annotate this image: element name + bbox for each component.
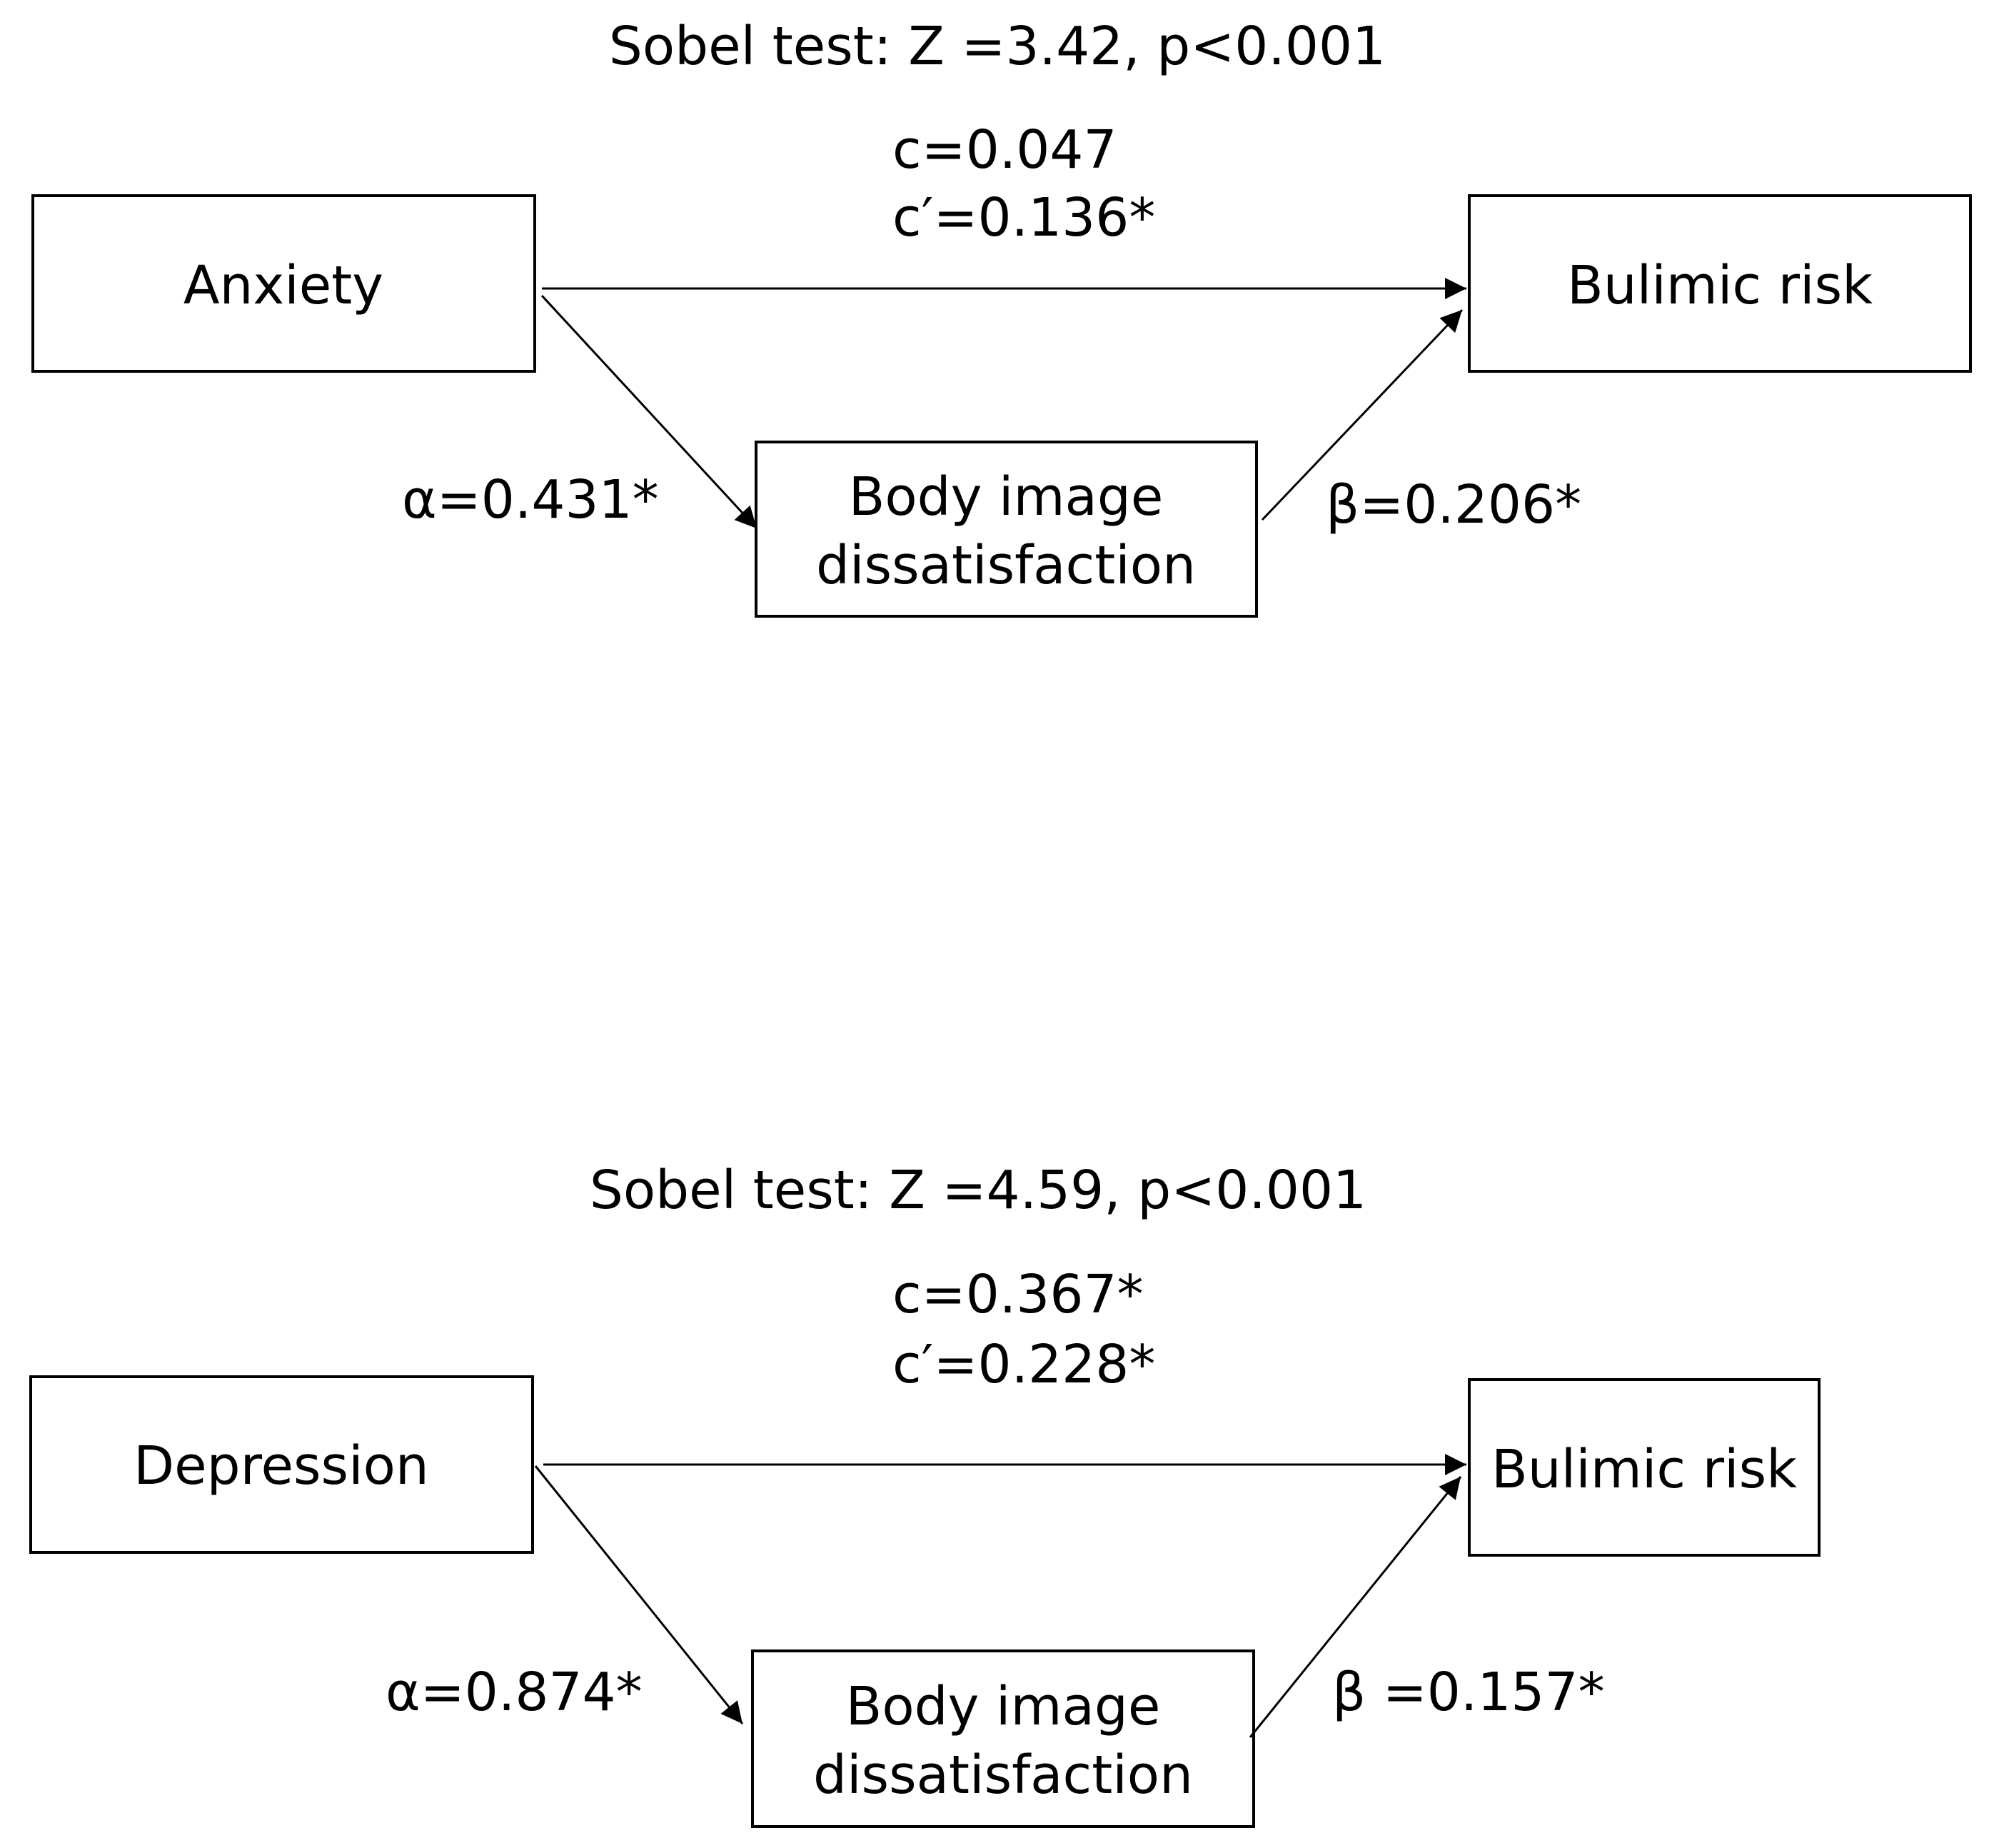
direct-effect-label: c′=0.228* [892, 1334, 1155, 1395]
alpha-path-arrow [540, 294, 758, 530]
predictor-node [31, 194, 536, 373]
total-effect-label: c=0.047 [892, 119, 1117, 181]
mediator-node-label-line2: dissatisfaction [816, 535, 1196, 596]
mediator-node-label-line2: dissatisfaction [813, 1744, 1193, 1806]
beta-coefficient-label: β =0.157* [1332, 1662, 1605, 1723]
panel-depression: Sobel test: Z =4.59, p<0.001 c=0.367* c′… [29, 1160, 1821, 1828]
direct-effect-label: c′=0.136* [892, 187, 1155, 248]
predictor-node [29, 1375, 534, 1554]
outcome-node [1468, 1378, 1821, 1557]
alpha-coefficient-label: α=0.874* [386, 1662, 643, 1723]
outcome-node-label: Bulimic risk [1491, 1439, 1797, 1500]
sobel-test-label: Sobel test: Z =3.42, p<0.001 [609, 16, 1386, 77]
total-effect-label: c=0.367* [892, 1264, 1144, 1325]
beta-path-arrow [1261, 308, 1464, 521]
outcome-node [1468, 194, 1972, 373]
beta-path-arrow [1249, 1476, 1462, 1738]
mediator-node [755, 441, 1258, 618]
alpha-coefficient-label: α=0.431* [402, 469, 659, 531]
sobel-test-label: Sobel test: Z =4.59, p<0.001 [590, 1160, 1366, 1221]
beta-coefficient-label: β=0.206* [1326, 474, 1581, 536]
mediator-node [751, 1649, 1255, 1828]
mediator-node-label-line1: Body image [849, 466, 1164, 528]
alpha-path-arrow [534, 1465, 744, 1724]
mediator-node-label-line1: Body image [846, 1676, 1161, 1737]
predictor-node-label: Depression [134, 1435, 429, 1497]
outcome-node-label: Bulimic risk [1567, 255, 1873, 316]
panel-anxiety: Sobel test: Z =3.42, p<0.001 c=0.047 c′=… [31, 16, 1972, 618]
predictor-node-label: Anxiety [183, 255, 383, 316]
